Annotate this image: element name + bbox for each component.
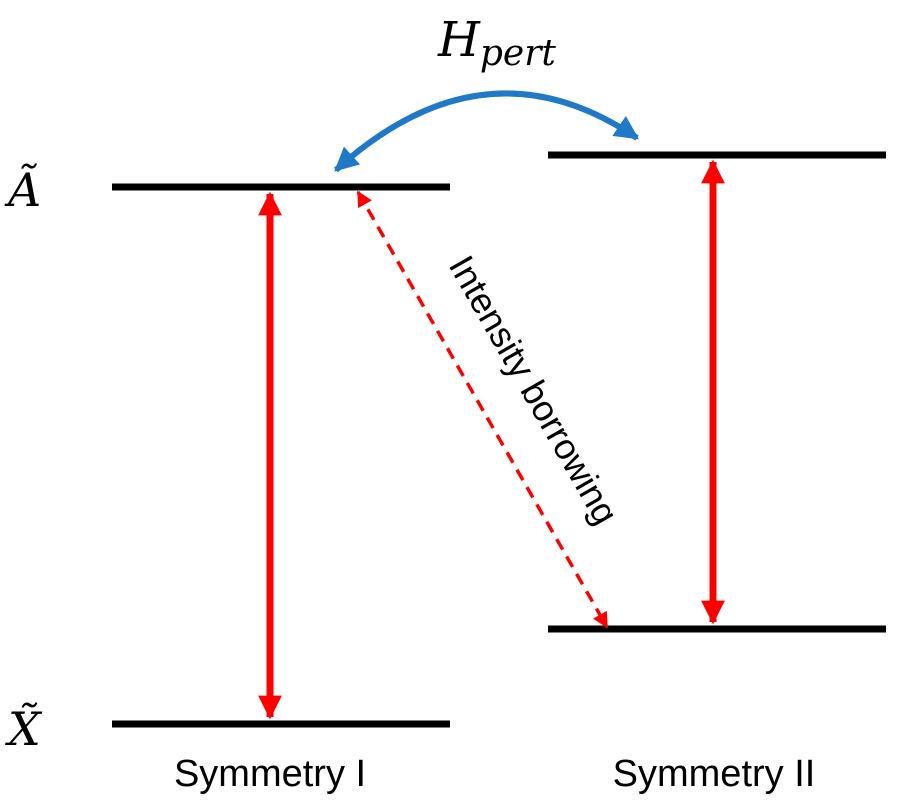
hpert-label: Hpert xyxy=(437,12,556,74)
intensity-borrowing-label: Intensity borrowing xyxy=(441,248,627,531)
hpert-main: H xyxy=(437,12,481,68)
perturbation-coupling-arrow xyxy=(333,90,639,173)
hpert-subscript: pert xyxy=(480,33,557,74)
intensity-borrowing-arrow xyxy=(356,190,609,629)
symmetry-two-label: Symmetry II xyxy=(613,753,816,795)
state-label-a: Ã xyxy=(4,163,41,217)
symmetry-one-label: Symmetry I xyxy=(174,753,366,795)
state-label-x: X̃ xyxy=(5,702,43,756)
